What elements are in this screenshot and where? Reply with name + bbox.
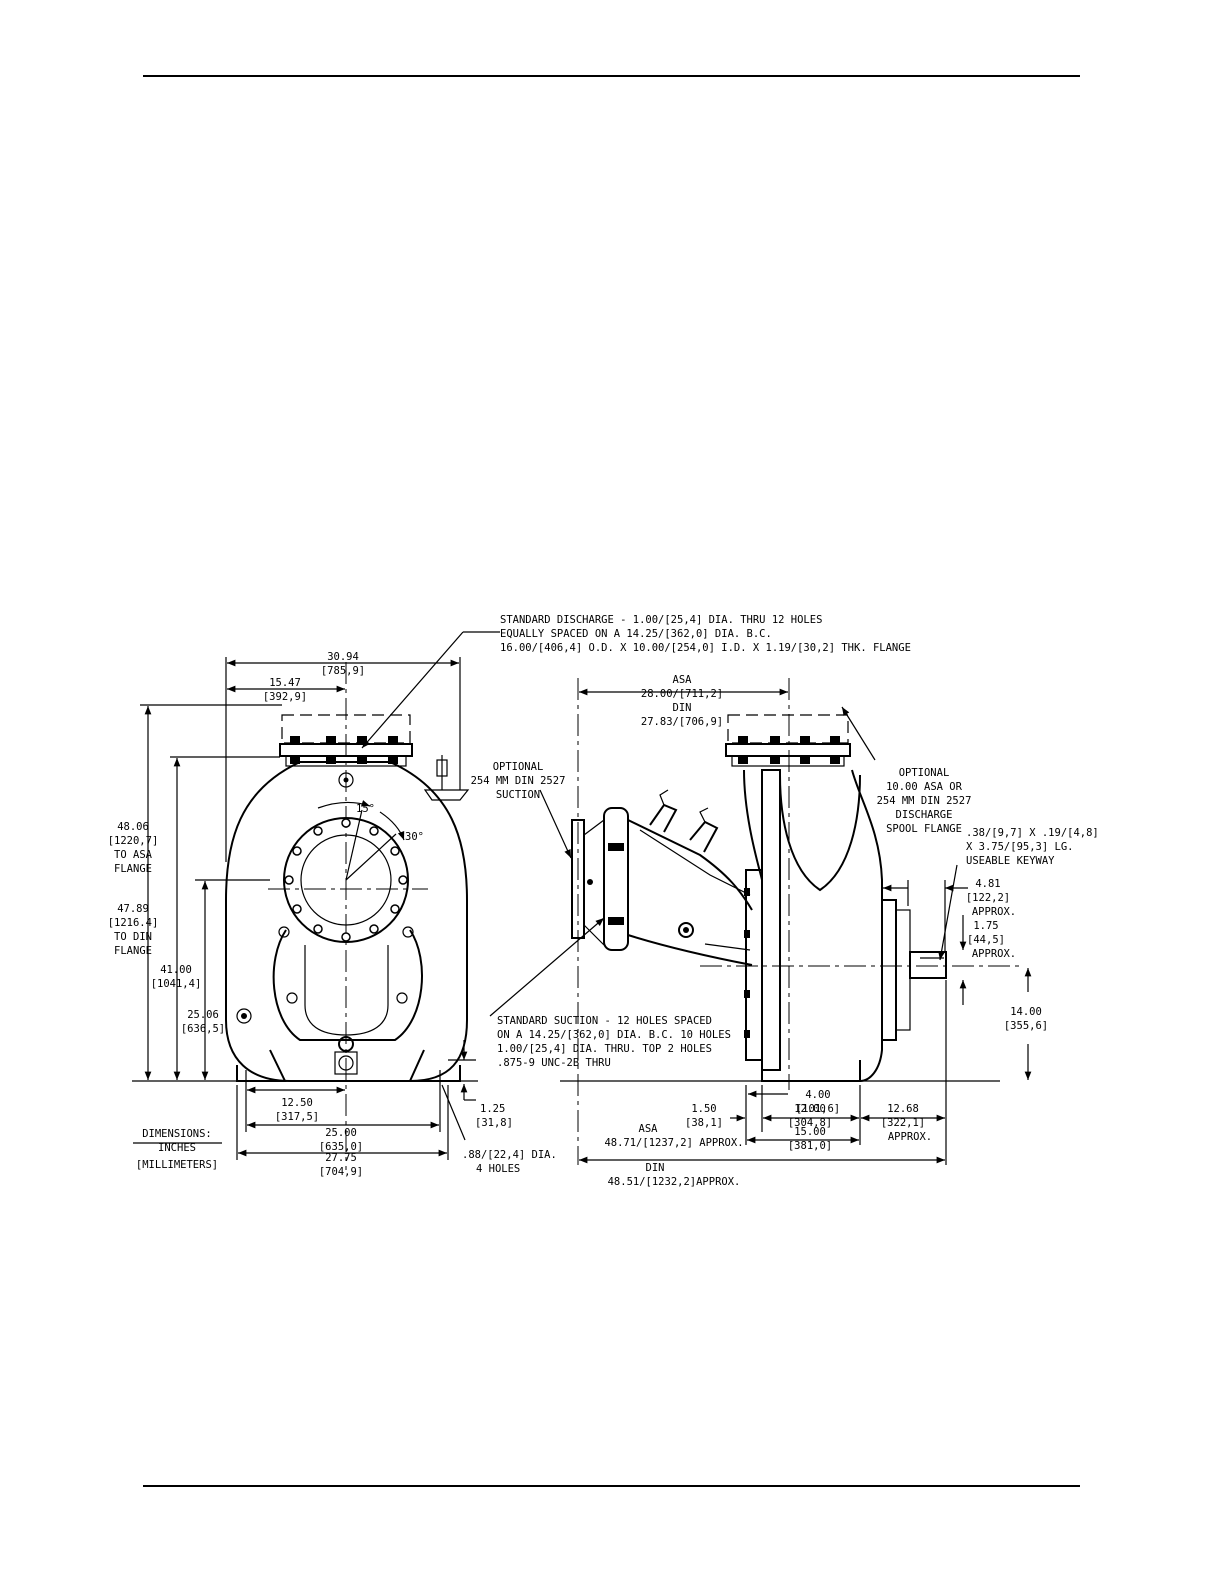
dimension-label: 27.75 bbox=[325, 1152, 357, 1164]
dimension-label: 12.68 bbox=[887, 1103, 919, 1115]
holes-note: .88/[22,4] DIA. 4 HOLES bbox=[462, 1149, 557, 1175]
dimension-label: 27.83/[706,9] bbox=[641, 716, 723, 728]
dimension-label: STANDARD SUCTION - 12 HOLES SPACED bbox=[497, 1015, 712, 1027]
dimension-label: 254 MM DIN 2527 bbox=[877, 795, 972, 807]
dimension-label: 48.51/[1232,2]APPROX. bbox=[608, 1176, 741, 1188]
dimension-label: 48.71/[1237,2] APPROX. bbox=[604, 1137, 743, 1149]
dimension-label: 15° bbox=[356, 803, 375, 815]
pump-shaft bbox=[909, 951, 947, 979]
dimension-label: 1.75 bbox=[973, 920, 998, 932]
front-view bbox=[132, 662, 478, 1170]
dimension-label: [31,8] bbox=[475, 1117, 513, 1129]
dimension-label: 4 HOLES bbox=[476, 1163, 520, 1175]
dimension-label: 30° bbox=[405, 831, 424, 843]
side-dimensions bbox=[489, 688, 1032, 1165]
dimension-label: ON A 14.25/[362,0] DIA. B.C. 10 HOLES bbox=[497, 1029, 731, 1041]
dimension-label: OPTIONAL bbox=[493, 761, 544, 773]
dimension-label: [101,6] bbox=[796, 1103, 840, 1115]
dimension-label: 4.00 bbox=[805, 1089, 830, 1101]
dimension-label: FLANGE bbox=[114, 863, 152, 875]
dimension-label: 15.47 bbox=[269, 677, 301, 689]
dimension-label: .38/[9,7] X .19/[4,8] bbox=[966, 827, 1099, 839]
dimension-label: [1041,4] bbox=[151, 978, 202, 990]
dimension-label: DISCHARGE bbox=[896, 809, 953, 821]
dimension-label: ASA bbox=[673, 674, 693, 686]
dimension-label: FLANGE bbox=[114, 945, 152, 957]
dimension-label: 1.50 bbox=[691, 1103, 716, 1115]
dimension-label: [785,9] bbox=[321, 665, 365, 677]
dimension-label: 254 MM DIN 2527 bbox=[471, 775, 566, 787]
dimension-label: 1.00/[25,4] DIA. THRU. TOP 2 HOLES bbox=[497, 1043, 712, 1055]
dimension-label: 12.50 bbox=[281, 1097, 313, 1109]
dimension-label: 15.00 bbox=[794, 1126, 826, 1138]
dimension-label: APPROX. bbox=[972, 948, 1016, 960]
dimension-label: [1220,7] bbox=[108, 835, 159, 847]
dimension-label: 12.00 bbox=[794, 1103, 826, 1115]
suction-flange-side bbox=[603, 807, 629, 951]
dimension-label: [1216.4] bbox=[108, 917, 159, 929]
dimension-label: [392,9] bbox=[263, 691, 307, 703]
dimension-label: 30.94 bbox=[327, 651, 359, 663]
dimension-label: DIMENSIONS: bbox=[142, 1128, 212, 1140]
dimension-label: 25.00 bbox=[325, 1127, 357, 1139]
dimension-label: 4.81 bbox=[975, 878, 1000, 890]
dimension-label: EQUALLY SPACED ON A 14.25/[362,0] DIA. B… bbox=[500, 628, 772, 640]
front-dim-labels: 30.94 [785,9] 15.47 [392,9] 48.06 [1220,… bbox=[108, 651, 513, 1178]
dimension-label: [38,1] bbox=[685, 1117, 723, 1129]
dimension-label: APPROX. bbox=[972, 906, 1016, 918]
dimension-label: 47.89 bbox=[117, 903, 149, 915]
dimension-label: [381,0] bbox=[788, 1140, 832, 1152]
dimension-label: [704,9] bbox=[319, 1166, 363, 1178]
dimension-label: [355,6] bbox=[1004, 1020, 1048, 1032]
dimension-label: 41.00 bbox=[160, 964, 192, 976]
side-dim-labels: ASA 28.00/[711,2] DIN 27.83/[706,9] OPTI… bbox=[471, 674, 1099, 1188]
dimension-label: [122,2] bbox=[966, 892, 1010, 904]
dimension-label: TO DIN bbox=[114, 931, 152, 943]
optional-spool-flange bbox=[281, 714, 411, 744]
dimension-label: .88/[22,4] DIA. bbox=[462, 1149, 557, 1161]
dimension-label: [317,5] bbox=[275, 1111, 319, 1123]
dimension-label: 25.06 bbox=[187, 1009, 219, 1021]
side-view bbox=[560, 678, 1020, 1165]
dimension-label: [322,1] bbox=[881, 1117, 925, 1129]
dimension-label: DIN bbox=[646, 1162, 665, 1174]
dimension-label: ASA bbox=[639, 1123, 659, 1135]
dimension-label: [44,5] bbox=[967, 934, 1005, 946]
dimension-label: [304,8] bbox=[788, 1117, 832, 1129]
dimension-label: 1.25 bbox=[480, 1103, 505, 1115]
dimension-label: [636,5] bbox=[181, 1023, 225, 1035]
dimension-label: INCHES bbox=[158, 1142, 196, 1154]
dimension-label: [MILLIMETERS] bbox=[136, 1159, 218, 1171]
dimension-label: .875-9 UNC-2B THRU bbox=[497, 1057, 611, 1069]
dimension-label: 10.00 ASA OR bbox=[886, 781, 963, 793]
dimension-label: APPROX. bbox=[888, 1131, 932, 1143]
dimension-label: 14.00 bbox=[1010, 1006, 1042, 1018]
suction-note: STANDARD SUCTION - 12 HOLES SPACED ON A … bbox=[497, 1015, 731, 1069]
dimension-label: DIN bbox=[673, 702, 692, 714]
dimension-label: STANDARD DISCHARGE - 1.00/[25,4] DIA. TH… bbox=[500, 614, 822, 626]
dimension-label: SUCTION bbox=[496, 789, 540, 801]
optional-din-suction-flange bbox=[571, 819, 585, 939]
dimension-label: [635,0] bbox=[319, 1141, 363, 1153]
front-dimensions bbox=[133, 631, 500, 1160]
dimension-label: OPTIONAL bbox=[899, 767, 950, 779]
dimension-label: X 3.75/[95,3] LG. bbox=[966, 841, 1073, 853]
dimension-label: 48.06 bbox=[117, 821, 149, 833]
units-legend: DIMENSIONS: INCHES [MILLIMETERS] bbox=[136, 1128, 218, 1171]
dimension-label: SPOOL FLANGE bbox=[886, 823, 962, 835]
suction-flange bbox=[283, 817, 409, 943]
discharge-note: STANDARD DISCHARGE - 1.00/[25,4] DIA. TH… bbox=[500, 614, 911, 654]
dimension-label: 28.00/[711,2] bbox=[641, 688, 723, 700]
dimension-label: USEABLE KEYWAY bbox=[966, 855, 1055, 867]
dimension-label: TO ASA bbox=[114, 849, 153, 861]
dimension-label: 16.00/[406,4] O.D. X 10.00/[254,0] I.D. … bbox=[500, 642, 911, 654]
